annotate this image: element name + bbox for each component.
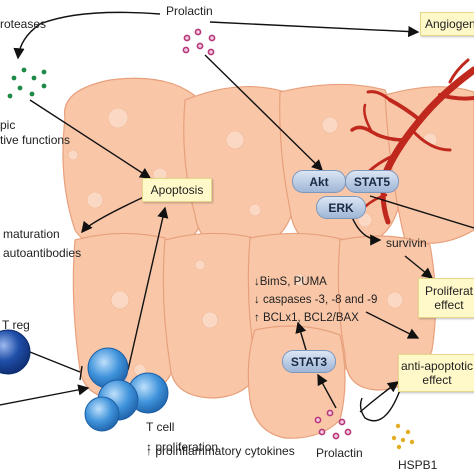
bims-label: ↓BimS, PUMA <box>254 276 327 288</box>
angiogenesis-box: Angiogen <box>420 12 474 36</box>
erk-pill: ERK <box>316 196 366 219</box>
arrow-loop-back <box>359 389 401 422</box>
inhibit-treg-bar <box>79 365 83 381</box>
anti-apoptotic-line1: anti-apoptotic <box>400 359 474 373</box>
t-reg-cell <box>0 329 31 375</box>
arrow-tcell-apoptosis <box>127 206 169 371</box>
protease-dots <box>7 67 47 99</box>
proteases-label: roteases <box>0 17 47 31</box>
t-cell-cluster <box>84 347 169 432</box>
caspases-label: ↓ caspases -3, -8 and -9 <box>254 294 378 306</box>
arrow-prolactin-angio <box>209 21 420 38</box>
proliferation-effect-line1: Proliferat <box>424 284 474 298</box>
anti-apoptotic-line2: effect <box>422 373 452 387</box>
apoptosis-box: Apoptosis <box>142 178 212 202</box>
apoptosis-text: Apoptosis <box>150 183 204 197</box>
arrow-survivin-proliferation <box>404 255 434 279</box>
proliferation-effect-box: Proliferat effect <box>418 278 474 318</box>
prolactin-dots-top <box>182 28 216 56</box>
stat3-pill: STAT3 <box>282 350 336 373</box>
arrows <box>0 11 474 422</box>
t-reg-label: T reg <box>2 318 30 332</box>
arrow-hspb1-loop <box>359 381 400 413</box>
cytokines-label: ↑ proinflammatory cytokines <box>146 444 295 458</box>
bclx-label: ↑ BCLx1, BCL2/BAX <box>254 312 359 324</box>
functions-label: tive functions <box>0 133 71 147</box>
proliferation-label: ↑ proliferation <box>146 440 219 454</box>
arrow-apoptosis-maturation <box>81 195 147 234</box>
arrow-proteases <box>13 11 161 60</box>
arrow-prolactin-akt <box>204 54 323 171</box>
prolactin-label-bottom: Prolactin <box>316 446 363 460</box>
prolactin-dots-bottom <box>314 409 352 440</box>
autoantibodies-label: autoantibodies <box>3 246 82 260</box>
anti-apoptotic-effect-box: anti-apoptotic effect <box>398 354 474 392</box>
proliferation-effect-line2: effect <box>434 298 464 312</box>
t-cell-label: T cell <box>146 420 175 434</box>
survivin-label: survivin <box>386 236 427 250</box>
akt-pill: Akt <box>292 170 346 193</box>
hspb1-label: HSPB1 <box>398 458 438 472</box>
arrow-prolactin-stat3 <box>317 373 337 409</box>
cell-texture <box>67 107 438 377</box>
blood-vessel <box>350 58 474 225</box>
arrow-stat5-proliferation <box>369 195 474 229</box>
stat5-pill: STAT5 <box>345 170 399 193</box>
arrow-proteases-apoptosis <box>29 99 152 179</box>
arrow-to-tcell <box>0 384 90 406</box>
arrow-stat3-bclx <box>295 321 307 351</box>
cell <box>247 325 346 439</box>
angiogenesis-text: Angiogen <box>425 17 474 31</box>
pic-label: pic <box>0 118 16 132</box>
hspb1-dots <box>391 423 415 450</box>
prolactin-label-top: Prolactin <box>166 4 213 18</box>
arrow-bcl-antiapoptotic <box>365 311 420 339</box>
inhibit-treg <box>29 351 81 373</box>
cell <box>279 83 402 251</box>
maturation-label: maturation <box>3 227 60 241</box>
